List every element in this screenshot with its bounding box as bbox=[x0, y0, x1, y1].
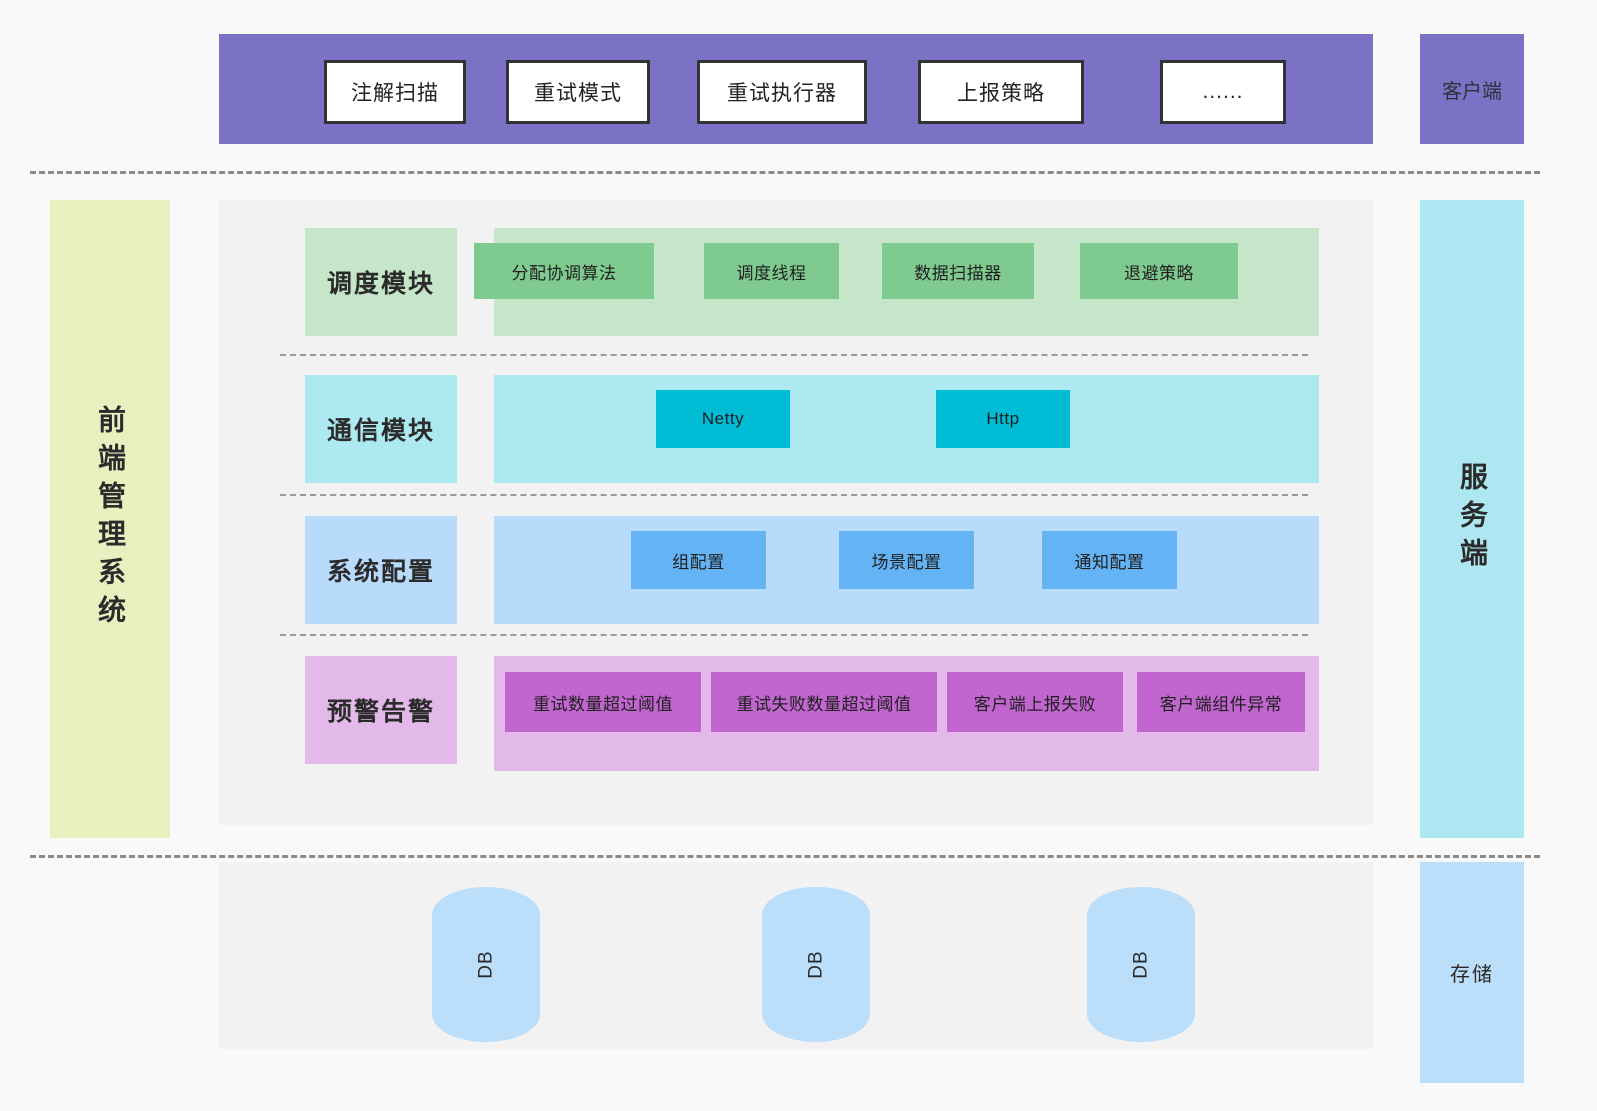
server-side-label: 服务端 bbox=[1457, 462, 1488, 576]
module-item-config[interactable]: 通知配置 bbox=[1042, 531, 1177, 589]
module-item-label: 重试失败数量超过阈值 bbox=[736, 694, 912, 714]
client-layer-band: 注解扫描 重试模式 重试执行器 上报策略...... bbox=[219, 34, 1373, 144]
divider-client-server bbox=[30, 171, 1540, 174]
module-item-label: 客户端上报失败 bbox=[973, 694, 1097, 714]
divider-server-storage bbox=[30, 855, 1540, 858]
module-label-text: 调度模块 bbox=[326, 270, 435, 298]
module-item-scheduling[interactable]: 数据扫描器 bbox=[882, 243, 1034, 299]
module-item-config[interactable]: 场景配置 bbox=[839, 531, 974, 589]
module-item-label: 组配置 bbox=[672, 552, 725, 572]
module-item-label: 调度线程 bbox=[736, 263, 807, 283]
module-item-label: 分配协调算法 bbox=[511, 263, 617, 283]
client-capability-label: ...... bbox=[1202, 80, 1244, 103]
module-item-communication[interactable]: Http bbox=[936, 390, 1070, 448]
client-capability-label: 上报策略 bbox=[957, 82, 1045, 105]
module-item-label: 客户端组件异常 bbox=[1159, 694, 1283, 714]
module-label-scheduling: 调度模块 bbox=[305, 228, 457, 336]
client-layer-tag-label: 客户端 bbox=[1442, 80, 1502, 103]
client-capability-label: 注解扫描 bbox=[351, 82, 439, 105]
module-item-alert[interactable]: 重试数量超过阈值 bbox=[505, 672, 701, 732]
client-capability-label: 重试模式 bbox=[534, 82, 622, 105]
module-item-label: 场景配置 bbox=[871, 552, 942, 572]
module-label-text: 通信模块 bbox=[326, 417, 435, 445]
server-modules-container: 调度模块 分配协调算法 调度线程 数据扫描器 退避策略通信模块 Netty Http 系统配置… bbox=[219, 200, 1373, 825]
module-label-text: 预警告警 bbox=[326, 698, 435, 726]
module-item-alert[interactable]: 重试失败数量超过阈值 bbox=[711, 672, 937, 732]
database-cylinder: DB bbox=[762, 887, 870, 1042]
module-label-alert: 预警告警 bbox=[305, 656, 457, 764]
storage-tag-label: 存储 bbox=[1450, 964, 1494, 986]
frontend-management-label: 前端管理系统 bbox=[95, 405, 126, 633]
module-label-text: 系统配置 bbox=[326, 558, 435, 586]
module-strip-communication bbox=[494, 375, 1319, 483]
frontend-management-panel: 前端管理系统 bbox=[50, 200, 170, 838]
module-item-label: 数据扫描器 bbox=[914, 263, 1002, 283]
module-item-label: 重试数量超过阈值 bbox=[533, 694, 673, 714]
module-item-scheduling[interactable]: 退避策略 bbox=[1080, 243, 1238, 299]
storage-container: DB DB DB bbox=[219, 862, 1373, 1049]
database-cylinder: DB bbox=[432, 887, 540, 1042]
storage-tag: 存储 bbox=[1420, 862, 1524, 1083]
database-label: DB bbox=[1130, 950, 1151, 979]
client-capability-label: 重试执行器 bbox=[727, 82, 837, 105]
client-layer-tag: 客户端 bbox=[1420, 34, 1524, 144]
module-item-scheduling[interactable]: 分配协调算法 bbox=[474, 243, 654, 299]
server-side-panel: 服务端 bbox=[1420, 200, 1524, 838]
database-label: DB bbox=[475, 950, 496, 979]
client-capability-box[interactable]: ...... bbox=[1160, 60, 1286, 124]
client-capability-box[interactable]: 上报策略 bbox=[918, 60, 1084, 124]
module-label-config: 系统配置 bbox=[305, 516, 457, 624]
module-label-communication: 通信模块 bbox=[305, 375, 457, 483]
client-capability-box[interactable]: 重试模式 bbox=[506, 60, 650, 124]
module-item-scheduling[interactable]: 调度线程 bbox=[704, 243, 839, 299]
module-item-communication[interactable]: Netty bbox=[656, 390, 790, 448]
layer-separator bbox=[280, 634, 1308, 636]
module-item-alert[interactable]: 客户端组件异常 bbox=[1137, 672, 1305, 732]
database-label: DB bbox=[805, 950, 826, 979]
module-item-label: 退避策略 bbox=[1124, 263, 1194, 283]
client-capability-box[interactable]: 重试执行器 bbox=[697, 60, 867, 124]
module-item-config[interactable]: 组配置 bbox=[631, 531, 766, 589]
client-capability-box[interactable]: 注解扫描 bbox=[324, 60, 466, 124]
module-item-alert[interactable]: 客户端上报失败 bbox=[947, 672, 1123, 732]
database-cylinder: DB bbox=[1087, 887, 1195, 1042]
module-item-label: Http bbox=[986, 409, 1020, 428]
module-item-label: 通知配置 bbox=[1074, 552, 1145, 572]
module-item-label: Netty bbox=[701, 409, 745, 428]
layer-separator bbox=[280, 354, 1308, 356]
layer-separator bbox=[280, 494, 1308, 496]
